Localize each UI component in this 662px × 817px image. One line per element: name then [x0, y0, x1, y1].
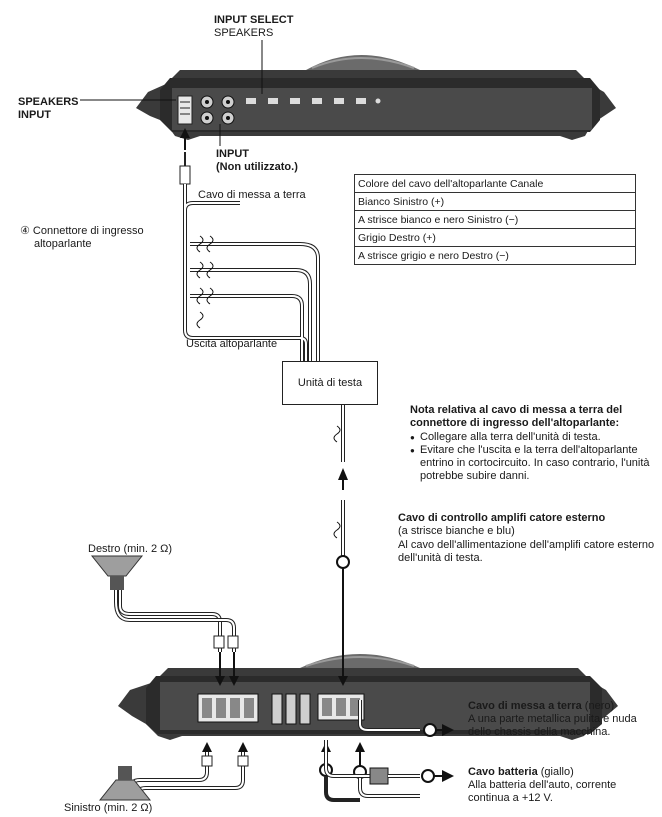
- remote-cable-subtitle: (a strisce bianche e blu): [398, 525, 515, 537]
- table-row: A strisce grigio e nero Destro (−): [354, 246, 636, 265]
- right-speaker-icon: [90, 555, 239, 652]
- table-row: Grigio Destro (+): [354, 228, 636, 247]
- connector-label-1: ④ Connettore di ingresso: [20, 225, 144, 237]
- ground-cable-top-label: Cavo di messa a terra: [198, 189, 306, 201]
- table-cell: Bianco Sinistro (+): [354, 192, 636, 211]
- not-used-label: (Non utilizzato.): [216, 161, 298, 173]
- right-speaker-label: Destro (min. 2 Ω): [88, 543, 173, 555]
- speakers-top-label: SPEAKERS: [214, 27, 274, 39]
- connector-label-2: altoparlante: [34, 238, 92, 250]
- table-cell: Colore del cavo dell'altoparlante Canale: [354, 174, 636, 193]
- remote-cable-title: Cavo di controllo amplifi catore esterno: [398, 512, 606, 524]
- ground-note-list: Collegare alla terra dell'unità di testa…: [410, 431, 660, 483]
- ground-cable-desc-2: dello chassis della macchina.: [468, 726, 611, 738]
- remote-control-cable: [333, 403, 350, 569]
- input-select-label: INPUT SELECT: [214, 14, 294, 26]
- left-speaker-label: Sinistro (min. 2 Ω): [64, 802, 153, 814]
- table-cell: Grigio Destro (+): [354, 228, 636, 247]
- battery-cable-desc-2: continua a +12 V.: [468, 792, 553, 804]
- list-item: Evitare che l'uscita e la terra dell'alt…: [410, 444, 660, 483]
- bottom-amplifier: [118, 654, 618, 740]
- battery-cable-title: Cavo batteria (giallo): [468, 766, 574, 779]
- battery-cable-desc-1: Alla batteria dell'auto, corrente: [468, 779, 617, 791]
- speakers-input-label-1: SPEAKERS: [18, 96, 79, 108]
- speaker-wire-color-table: Colore del cavo dell'altoparlante Canale…: [354, 174, 636, 265]
- ground-cable-title: Cavo di messa a terra (nero): [468, 700, 614, 713]
- input-label: INPUT: [216, 148, 249, 160]
- speakers-input-label-2: INPUT: [18, 109, 51, 121]
- table-row: Colore del cavo dell'altoparlante Canale: [354, 174, 636, 193]
- list-item: Collegare alla terra dell'unità di testa…: [410, 431, 660, 444]
- left-speaker-icon: [98, 752, 249, 801]
- ground-cable-desc-1: A una parte metallica pulita e nuda: [468, 713, 637, 725]
- ground-cable-color: (nero): [581, 700, 615, 712]
- table-row: A strisce bianco e nero Sinistro (−): [354, 210, 636, 229]
- head-unit-label: Unità di testa: [297, 377, 363, 389]
- top-amplifier: [136, 55, 616, 140]
- battery-cable-color: (giallo): [537, 766, 574, 778]
- head-unit-box: Unità di testa: [282, 361, 378, 405]
- remote-cable-desc-1: Al cavo dell'allimentazione dell'amplifi…: [398, 539, 655, 551]
- table-cell: A strisce grigio e nero Destro (−): [354, 246, 636, 265]
- ground-cable-name: Cavo di messa a terra: [468, 700, 582, 712]
- ground-note-title-2: connettore di ingresso dell'altoparlante…: [410, 417, 620, 429]
- table-row: Bianco Sinistro (+): [354, 192, 636, 211]
- ground-note-title-1: Nota relativa al cavo di messa a terra d…: [410, 404, 623, 416]
- table-cell: A strisce bianco e nero Sinistro (−): [354, 210, 636, 229]
- speaker-output-label: Uscita altoparlante: [186, 338, 278, 350]
- speaker-input-harness: [183, 184, 320, 361]
- remote-cable-desc-2: dell'unità di testa.: [398, 552, 483, 564]
- battery-cable-name: Cavo batteria: [468, 766, 538, 778]
